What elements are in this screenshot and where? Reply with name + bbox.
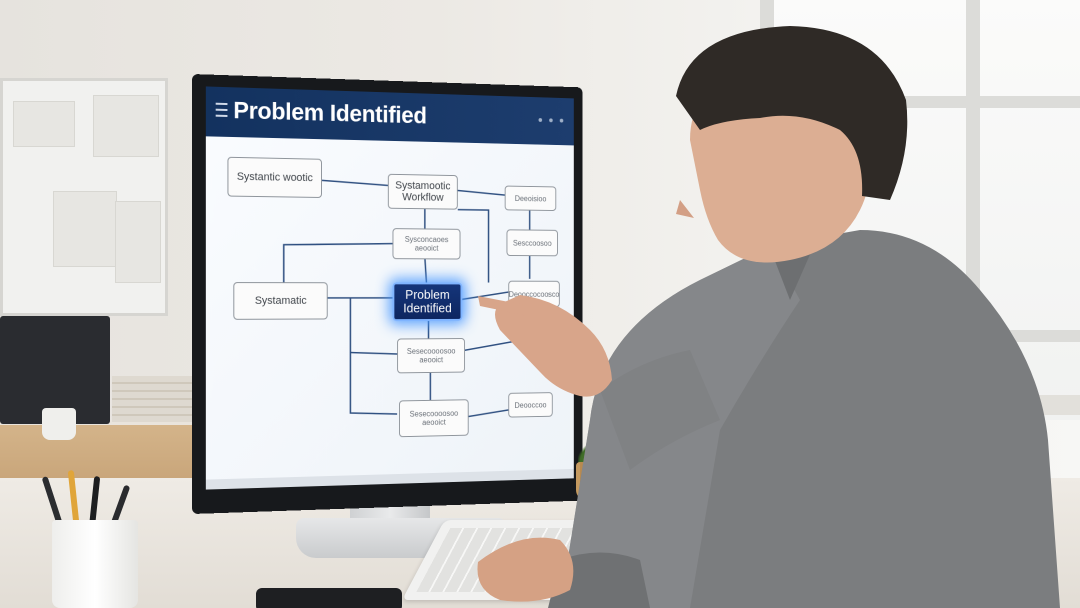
nose bbox=[676, 200, 694, 218]
typing-hand bbox=[477, 538, 573, 602]
